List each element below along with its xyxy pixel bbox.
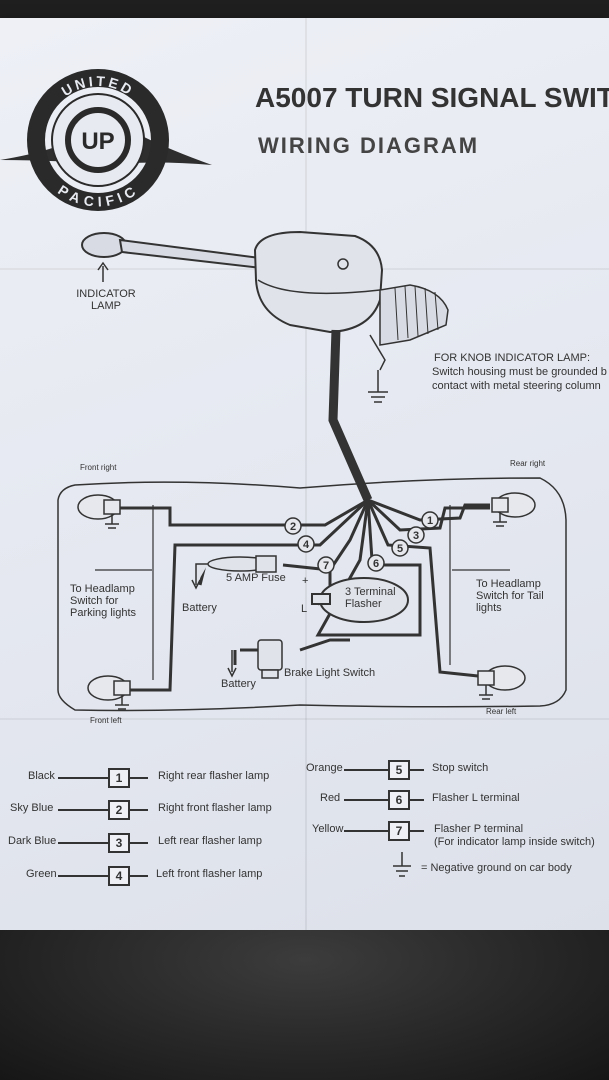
legend-row: Green 4 Left front flasher lamp (0, 866, 300, 886)
legend-description: Stop switch (432, 762, 489, 774)
legend-description: Left rear flasher lamp (158, 835, 262, 847)
legend-description: Flasher P terminal (434, 823, 524, 835)
car-outline (57, 477, 567, 712)
legend-description: Right rear flasher lamp (158, 770, 270, 782)
legend-color: Dark Blue (8, 835, 57, 847)
legend-description: Flasher L terminal (432, 792, 520, 804)
svg-text:1: 1 (427, 515, 433, 527)
legend-color: Orange (306, 762, 343, 774)
logo-monogram: UP (81, 128, 114, 155)
battery-label-1: Battery (182, 602, 217, 614)
legend-color: Red (320, 792, 341, 804)
wiring-harness (120, 498, 490, 692)
paper-fold (305, 18, 307, 933)
rear-left-lamp-icon (477, 665, 526, 700)
ground-legend-text: = Negative ground on car body (421, 862, 572, 874)
legend-number: 6 (388, 790, 410, 810)
legend-number: 4 (108, 866, 130, 886)
knob-note-line1: FOR KNOB INDICATOR LAMP: (434, 352, 591, 364)
page-title: A5007 TURN SIGNAL SWIT (255, 82, 609, 113)
wire-number-6: 6 (367, 554, 385, 572)
brake-switch-label: Brake Light Switch (284, 667, 376, 679)
wire-number-2: 2 (284, 517, 302, 535)
wire-number-4: 4 (297, 535, 315, 553)
paper-fold (0, 718, 609, 720)
svg-text:4: 4 (303, 539, 310, 551)
legend-number: 5 (388, 760, 410, 780)
wire-number-5: 5 (391, 539, 409, 557)
svg-text:6: 6 (373, 558, 379, 570)
legend-row: Sky Blue 2 Right front flasher lamp (0, 800, 300, 820)
headlamp-wires (95, 505, 510, 680)
legend-row: Black 1 Right rear flasher lamp (0, 768, 300, 788)
legend-description: Right front flasher lamp (158, 802, 272, 814)
svg-text:2: 2 (290, 521, 296, 533)
brake-switch-icon (227, 639, 283, 679)
indicator-lamp-label: INDICATOR LAMP (76, 288, 136, 312)
headlamp-parking-label: To Headlamp Switch for Parking lights (70, 583, 137, 619)
legend-color: Yellow (312, 823, 344, 835)
floor-background (0, 930, 609, 1080)
legend-number: 1 (108, 768, 130, 788)
rear-right-label: Rear right (510, 459, 546, 468)
legend-number: 3 (108, 833, 130, 853)
wire-number-1: 1 (421, 511, 439, 529)
united-pacific-logo: UNITED PACIFIC UP (0, 69, 212, 211)
wire-number-7: 7 (317, 556, 335, 574)
ground-icon (393, 852, 411, 877)
knob-note-line3: contact with metal steering column (432, 380, 601, 392)
front-right-lamp-icon (77, 494, 121, 529)
legend-description: Left front flasher lamp (156, 868, 263, 880)
legend-color: Sky Blue (10, 802, 54, 814)
legend-row: Red 6 Flasher L terminal (300, 790, 600, 810)
page-subtitle: WIRING DIAGRAM (258, 133, 480, 158)
flasher-plus-label: + (302, 575, 309, 587)
front-right-label: Front right (80, 463, 117, 472)
legend-row: Orange 5 Stop switch (300, 760, 600, 780)
wire-number-3: 3 (407, 526, 425, 544)
legend-row: Yellow 7 Flasher P terminal (For indicat… (300, 821, 609, 851)
knob-note-line2: Switch housing must be grounded b (432, 366, 607, 378)
legend-row: Dark Blue 3 Left rear flasher lamp (0, 833, 300, 853)
rear-left-label: Rear left (486, 707, 517, 716)
svg-text:5: 5 (397, 543, 403, 555)
legend-number: 2 (108, 800, 130, 820)
flasher-unit (311, 577, 409, 623)
fuse-label: 5 AMP Fuse (226, 572, 286, 584)
front-left-lamp-icon (87, 675, 131, 710)
fuse-icon (191, 555, 277, 590)
headlamp-tail-label: To Headlamp Switch for Tail lights (476, 578, 544, 614)
legend-number: 7 (388, 821, 410, 841)
legend-color: Green (26, 868, 57, 880)
legend-color: Black (28, 770, 55, 782)
battery-label-2: Battery (221, 678, 256, 690)
front-left-label: Front left (90, 716, 122, 725)
legend-description-note: (For indicator lamp inside switch) (434, 836, 595, 848)
turn-signal-switch (81, 230, 449, 502)
svg-text:7: 7 (323, 560, 329, 572)
rear-right-lamp-icon (491, 492, 536, 527)
flasher-l-label: L (301, 603, 308, 615)
flasher-label: 3 Terminal Flasher (345, 586, 396, 610)
svg-text:3: 3 (413, 530, 419, 542)
